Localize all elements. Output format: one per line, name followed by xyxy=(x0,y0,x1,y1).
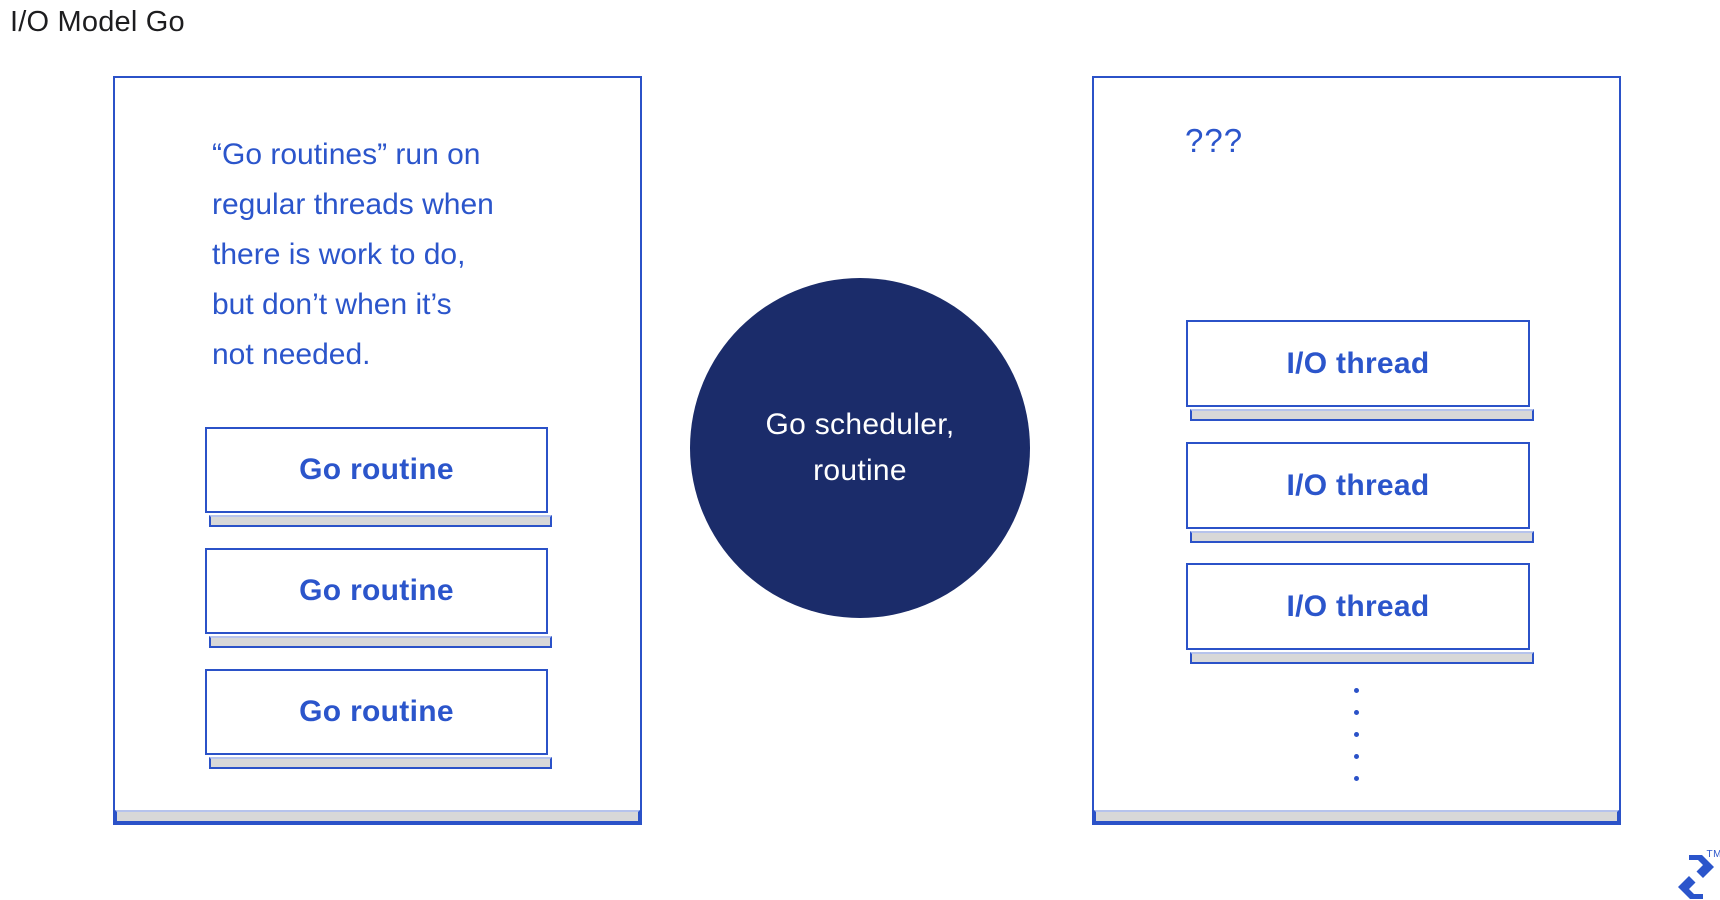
description-line: not needed. xyxy=(212,338,371,371)
io-thread-item: I/O thread xyxy=(1186,563,1534,664)
ellipsis-dot xyxy=(1354,776,1359,781)
io-thread-box: I/O thread xyxy=(1186,320,1530,407)
description-line: regular threads when xyxy=(212,188,494,221)
go-routine-box: Go routine xyxy=(205,427,548,513)
brand-logo: TM xyxy=(1676,849,1720,899)
io-thread-label: I/O thread xyxy=(1286,468,1430,502)
io-thread-item: I/O thread xyxy=(1186,442,1534,543)
box-shadow-bar xyxy=(1190,652,1534,664)
go-routine-item: Go routine xyxy=(205,427,552,527)
scheduler-label-line2: routine xyxy=(813,454,907,487)
io-thread-box: I/O thread xyxy=(1186,442,1530,529)
description-line: but don’t when it’s xyxy=(212,288,452,321)
go-routine-item: Go routine xyxy=(205,548,552,648)
box-shadow-bar xyxy=(209,515,552,527)
ellipsis-dot xyxy=(1354,710,1359,715)
ellipsis-dot xyxy=(1354,754,1359,759)
go-routines-panel: “Go routines” run on regular threads whe… xyxy=(113,76,642,825)
go-routine-label: Go routine xyxy=(299,574,454,607)
panel-base-bar xyxy=(1094,810,1619,823)
go-routine-item: Go routine xyxy=(205,669,552,769)
page-title: I/O Model Go xyxy=(10,6,185,38)
io-threads-panel: ??? I/O thread I/O thread I/O thread xyxy=(1092,76,1621,825)
go-routine-label: Go routine xyxy=(299,695,454,728)
ellipsis-dot xyxy=(1354,732,1359,737)
scheduler-label: Go scheduler, routine xyxy=(765,402,954,494)
go-routine-label: Go routine xyxy=(299,453,454,486)
go-routine-box: Go routine xyxy=(205,669,548,755)
box-shadow-bar xyxy=(1190,531,1534,543)
box-shadow-bar xyxy=(209,636,552,648)
description-text: “Go routines” run on regular threads whe… xyxy=(212,130,494,380)
io-thread-item: I/O thread xyxy=(1186,320,1534,421)
description-line: there is work to do, xyxy=(212,238,466,271)
toptal-logo-icon xyxy=(1678,855,1714,899)
scheduler-label-line1: Go scheduler, xyxy=(765,408,955,441)
ellipsis-dot xyxy=(1354,688,1359,693)
box-shadow-bar xyxy=(1190,409,1534,421)
question-marks: ??? xyxy=(1185,122,1244,159)
description-line: “Go routines” run on xyxy=(212,138,481,171)
box-shadow-bar xyxy=(209,757,552,769)
scheduler-circle: Go scheduler, routine xyxy=(690,278,1030,618)
panel-base-bar xyxy=(115,810,640,823)
go-routine-box: Go routine xyxy=(205,548,548,634)
io-thread-label: I/O thread xyxy=(1286,589,1430,623)
ellipsis-dots xyxy=(1094,688,1619,781)
io-thread-box: I/O thread xyxy=(1186,563,1530,650)
trademark-label: TM xyxy=(1706,849,1720,860)
io-thread-label: I/O thread xyxy=(1286,346,1430,380)
